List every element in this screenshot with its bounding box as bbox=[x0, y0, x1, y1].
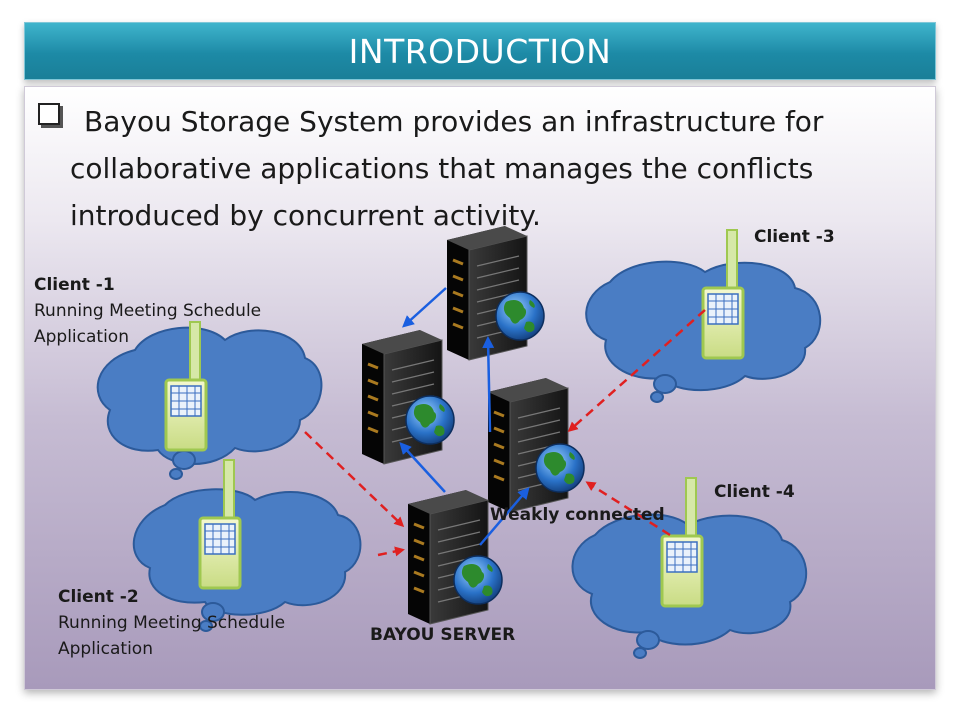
client-3-device-icon bbox=[701, 228, 745, 360]
globe-top-icon bbox=[495, 291, 545, 341]
client-2-label: Client -2 Running Meeting Schedule Appli… bbox=[58, 584, 285, 662]
server-links bbox=[399, 287, 530, 546]
client-1-desc-line1: Running Meeting Schedule bbox=[34, 301, 262, 321]
intro-paragraph: Bayou Storage System provides an infrast… bbox=[70, 105, 824, 232]
bullet-checkbox-icon bbox=[38, 103, 60, 125]
client-links bbox=[304, 309, 706, 557]
client-2-device-icon bbox=[198, 458, 242, 590]
client-1-desc-line2: Application bbox=[34, 327, 129, 347]
server-link-right-top bbox=[482, 336, 495, 433]
client-1-cloud bbox=[96, 326, 323, 480]
globe-bayou-icon bbox=[453, 555, 503, 605]
server-link-top-left bbox=[402, 287, 447, 328]
client-2-cloud bbox=[132, 488, 362, 632]
client-1-name: Client -1 bbox=[34, 275, 115, 295]
client-2-link bbox=[377, 546, 405, 557]
globe-left-icon bbox=[405, 395, 455, 445]
client-3-label: Client -3 bbox=[754, 224, 835, 250]
bayou-server-label: BAYOU SERVER bbox=[370, 622, 515, 648]
weakly-connected-label: Weakly connected bbox=[490, 502, 665, 528]
bayou-server-text: BAYOU SERVER bbox=[370, 625, 516, 645]
client-2-desc-line2: Application bbox=[58, 639, 153, 659]
server-link-bayou-left bbox=[399, 442, 446, 493]
slide-title: INTRODUCTION bbox=[348, 31, 612, 71]
client-4-device-icon bbox=[660, 476, 704, 608]
client-2-desc-line1: Running Meeting Schedule bbox=[58, 613, 286, 633]
client-1-label: Client -1 Running Meeting Schedule Appli… bbox=[34, 272, 261, 350]
title-bar: INTRODUCTION bbox=[24, 22, 936, 80]
client-2-name: Client -2 bbox=[58, 587, 139, 607]
server-link-bayou-right bbox=[479, 486, 530, 546]
client-4-name: Client -4 bbox=[714, 482, 795, 502]
client-3-name: Client -3 bbox=[754, 227, 835, 247]
client-4-label: Client -4 bbox=[714, 479, 795, 505]
weakly-connected-text: Weakly connected bbox=[490, 505, 665, 525]
client-3-link bbox=[567, 309, 706, 432]
client-1-link bbox=[304, 431, 405, 528]
client-4-link bbox=[585, 481, 671, 537]
globe-right-icon bbox=[535, 443, 585, 493]
